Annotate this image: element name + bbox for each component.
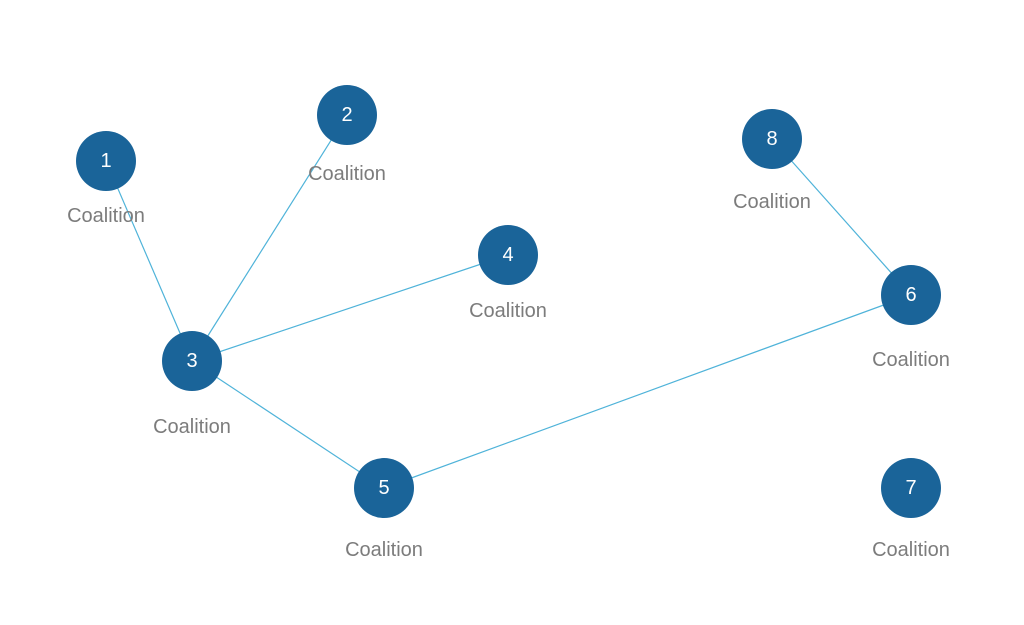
node-label: 3	[186, 350, 197, 372]
node-circle[interactable]	[162, 331, 222, 391]
node-label: 2	[341, 104, 352, 126]
node-caption: Coalition	[872, 539, 950, 561]
nodes-layer: 1Coalition2Coalition3Coalition4Coalition…	[67, 85, 950, 561]
node-label: 8	[766, 128, 777, 150]
node-circle[interactable]	[881, 458, 941, 518]
node-caption: Coalition	[345, 539, 423, 561]
node-label: 4	[502, 244, 513, 266]
edge-2-3	[191, 114, 348, 362]
node-circle[interactable]	[881, 265, 941, 325]
edge-3-5	[191, 360, 385, 489]
node-label: 6	[905, 284, 916, 306]
node-circle[interactable]	[478, 225, 538, 285]
node-caption: Coalition	[469, 300, 547, 322]
node-caption: Coalition	[733, 191, 811, 213]
edge-1-3	[105, 160, 193, 362]
node-circle[interactable]	[354, 458, 414, 518]
node-caption: Coalition	[153, 416, 231, 438]
node-label: 1	[100, 150, 111, 172]
node-caption: Coalition	[67, 205, 145, 227]
node-circle[interactable]	[76, 131, 136, 191]
node-caption: Coalition	[872, 349, 950, 371]
edges-layer	[105, 114, 912, 489]
node-caption: Coalition	[308, 163, 386, 185]
node-circle[interactable]	[742, 109, 802, 169]
node-circle[interactable]	[317, 85, 377, 145]
edge-5-6	[383, 294, 912, 489]
edge-4-3	[191, 254, 509, 362]
node-label: 5	[378, 477, 389, 499]
node-label: 7	[905, 477, 916, 499]
edge-8-6	[771, 138, 912, 296]
